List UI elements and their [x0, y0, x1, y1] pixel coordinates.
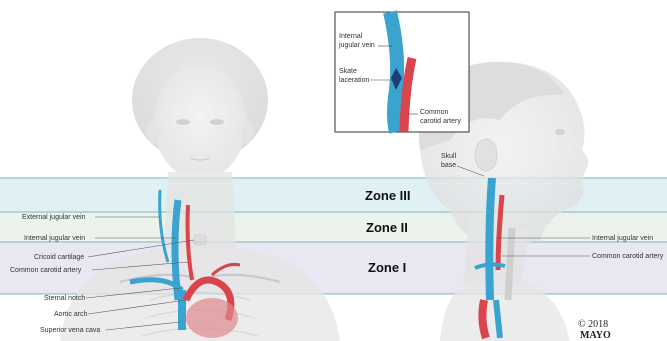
front-left-eye: [176, 119, 190, 125]
side-lower-vein: [496, 300, 500, 338]
front-right-ear: [241, 120, 253, 144]
label-skull-base-1: Skull: [441, 153, 457, 160]
label-internal-jugular-vein-right: Internal jugular vein: [592, 235, 653, 242]
inset-cca-label-2: carotid artery: [420, 118, 461, 125]
side-eye: [555, 129, 565, 135]
label-sternal-notch: Sternal notch: [44, 295, 85, 302]
label-aortic-arch: Aortic arch: [54, 311, 88, 318]
front-left-ear: [147, 120, 159, 144]
front-right-eye: [210, 119, 224, 125]
label-skull-base-2: base: [441, 162, 456, 169]
label-superior-vena-cava: Superior vena cava: [40, 327, 100, 334]
zone-ii-label: Zone II: [366, 220, 408, 235]
inset-skate-label-2: laceration: [339, 77, 369, 84]
label-common-carotid-artery-right: Common carotid artery: [592, 253, 664, 260]
copyright-line: © 2018: [578, 319, 608, 330]
side-lower-artery: [482, 300, 486, 338]
copyright-org: MAYO: [580, 330, 611, 341]
label-external-jugular-vein: External jugular vein: [22, 214, 86, 221]
inset-ijv-label-2: jugular vein: [338, 42, 375, 49]
front-heart: [186, 298, 238, 338]
label-common-carotid-artery-left: Common carotid artery: [10, 267, 82, 274]
zone-ii-band: [0, 212, 667, 242]
laceration-inset: Internal jugular vein Skate laceration C…: [335, 12, 469, 132]
label-internal-jugular-vein-left: Internal jugular vein: [24, 235, 85, 242]
zone-i-label: Zone I: [368, 260, 406, 275]
side-internal-jugular-vein: [489, 178, 492, 300]
side-trachea: [508, 228, 512, 300]
inset-cca-label-1: Common: [420, 109, 449, 116]
cricoid-cartilage-shape: [194, 235, 206, 246]
label-cricoid-cartilage: Cricoid cartilage: [34, 254, 84, 261]
side-ear: [475, 139, 497, 171]
inset-skate-label-1: Skate: [339, 68, 357, 75]
inset-ijv-label-1: Internal: [339, 33, 363, 40]
front-face: [154, 64, 246, 180]
zone-iii-label: Zone III: [365, 188, 411, 203]
